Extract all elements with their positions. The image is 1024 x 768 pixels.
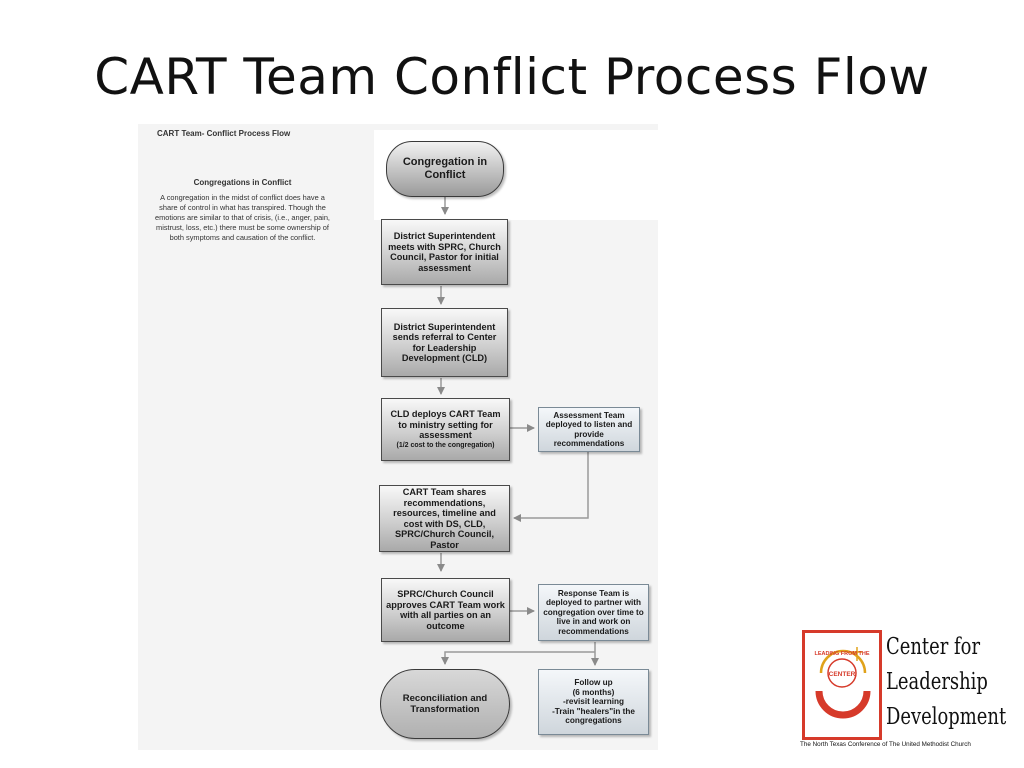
logo-emblem-frame: LEADING FROM THE CENTER: [802, 630, 882, 740]
flow-step-ds-referral: District Superintendent sends referral t…: [381, 308, 508, 377]
flow-step-ds-meets: District Superintendent meets with SPRC,…: [381, 219, 508, 285]
flow-end-node: Reconciliation and Transformation: [380, 669, 510, 739]
logo-tagline: The North Texas Conference of The United…: [800, 741, 971, 748]
logo-arc-text: LEADING FROM THE: [815, 651, 870, 657]
logo-center-circle: [827, 658, 857, 688]
arrow-response-end: [441, 651, 595, 665]
logo-center-text: CENTER: [829, 671, 856, 678]
side-note-heading: Congregations in Conflict: [193, 178, 292, 187]
flow-step-sprc-approves: SPRC/Church Council approves CART Team w…: [381, 578, 510, 642]
cld-logo: LEADING FROM THE CENTER Center for Leade…: [800, 630, 1007, 748]
logo-emblem-icon: LEADING FROM THE CENTER: [815, 647, 871, 719]
flow-follow-up: Follow up (6 months) -revisit learning -…: [538, 669, 649, 735]
flow-response-team: Response Team is deployed to partner wit…: [538, 584, 649, 641]
arrow-assessment-step4: [513, 452, 589, 522]
logo-wordmark: Center for Leadership Development: [886, 634, 1007, 730]
flow-step-cart-shares: CART Team shares recommendations, resour…: [379, 485, 510, 552]
logo-gold-arc: [819, 649, 867, 674]
flow-step-cld-deploys: CLD deploys CART Team to ministry settin…: [381, 398, 510, 461]
slide-title: CART Team Conflict Process Flow: [94, 48, 930, 106]
diagram-small-title: CART Team- Conflict Process Flow: [157, 129, 291, 138]
side-note-text: A congregation in the midst of conflict …: [155, 193, 330, 242]
flow-assessment-team: Assessment Team deployed to listen and p…: [538, 407, 640, 452]
logo-red-swoosh: [815, 690, 871, 719]
flow-start-node: Congregation in Conflict: [386, 141, 504, 197]
